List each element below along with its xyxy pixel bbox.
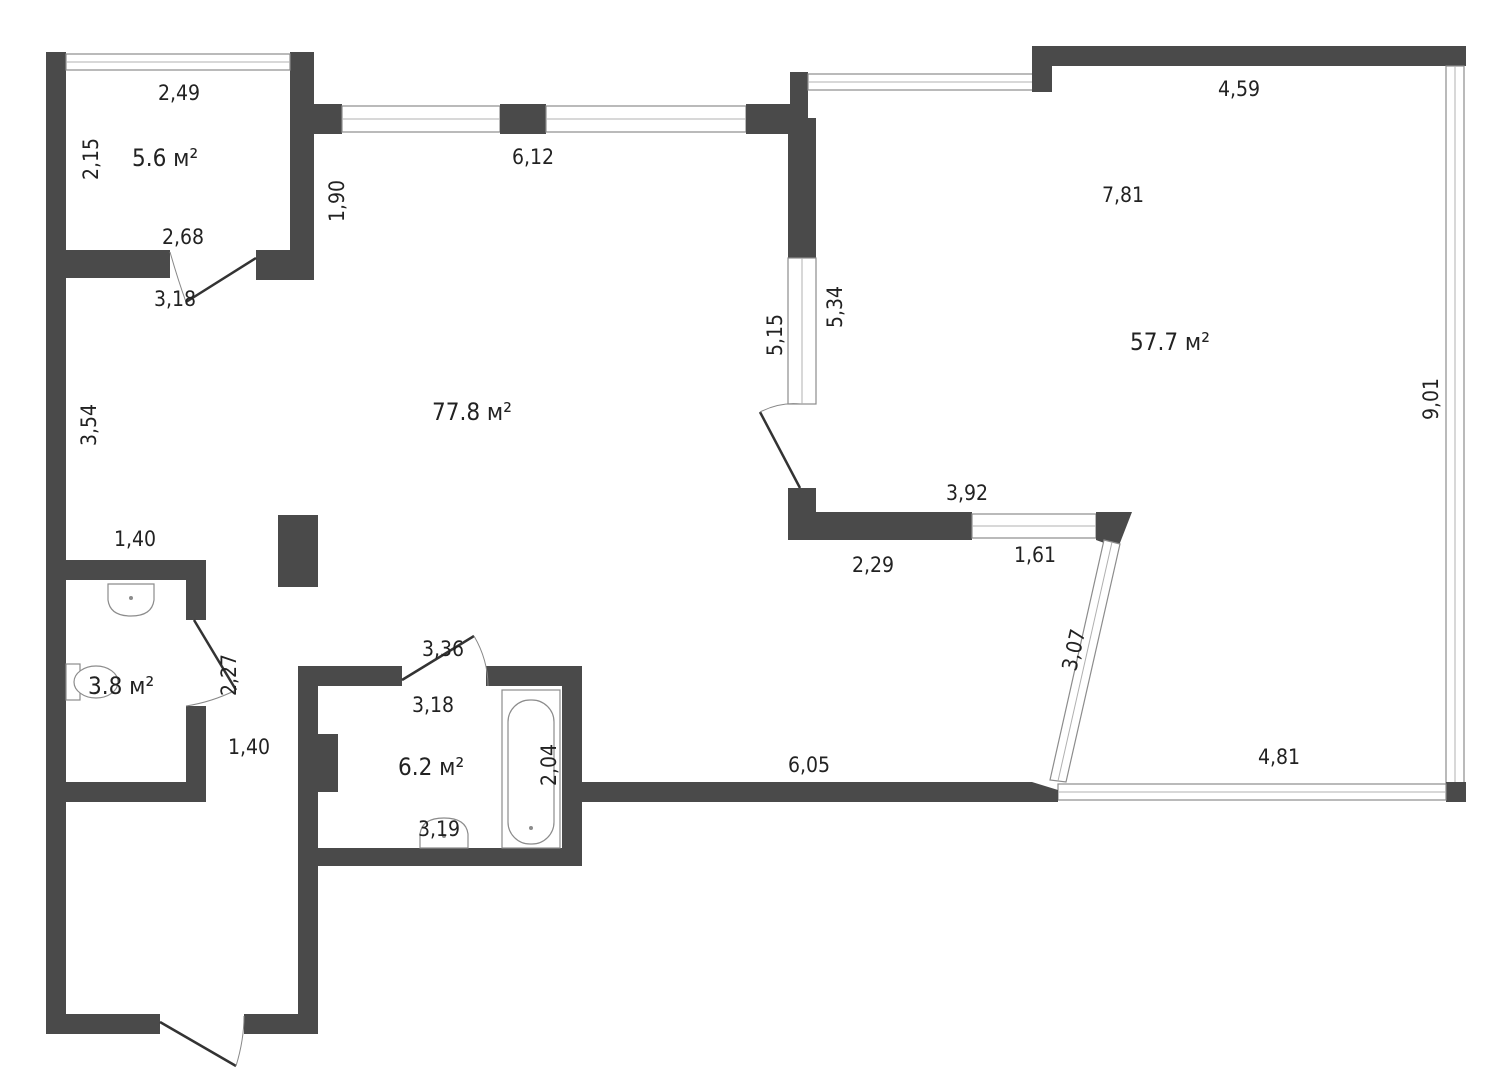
dimension-label: 1,90: [325, 180, 349, 222]
sink-icon: [419, 817, 469, 849]
wall: [66, 250, 170, 278]
wall: [318, 734, 338, 792]
wall: [562, 686, 582, 866]
dimension-label: 2,29: [852, 553, 894, 577]
drain-icon: [529, 826, 533, 830]
dimension-label: 7,81: [1102, 183, 1144, 207]
dimension-label: 5,15: [763, 314, 787, 356]
wall: [788, 488, 816, 540]
room-area-living: 77.8 м²: [432, 398, 512, 426]
window-line: [1057, 541, 1113, 782]
dimension-label: 3,18: [412, 693, 454, 717]
wall: [486, 666, 582, 686]
wall: [244, 1014, 318, 1034]
wall: [788, 118, 816, 258]
wall: [46, 278, 66, 1034]
dimension-label: 1,61: [1014, 543, 1056, 567]
wall: [314, 104, 342, 134]
room-area-terrace: 57.7 м²: [1130, 328, 1210, 356]
dimension-label: 2,15: [79, 138, 103, 180]
door[interactable]: [192, 619, 238, 691]
wall: [816, 512, 972, 540]
dimension-label: 3,92: [946, 481, 988, 505]
wall: [46, 1014, 160, 1034]
drain-icon: [129, 596, 133, 600]
door-arc: [185, 689, 237, 707]
dimension-label: 3,54: [77, 404, 101, 446]
wall: [790, 72, 808, 108]
wall: [66, 782, 186, 802]
wall: [290, 52, 314, 280]
wall: [318, 848, 582, 866]
door-arc: [169, 251, 187, 303]
dimension-label: 9,01: [1419, 378, 1443, 420]
wall: [46, 52, 66, 282]
door-arc: [235, 1015, 245, 1067]
wall: [66, 560, 206, 580]
dimension-label: 3,19: [418, 817, 460, 841]
bathtub-inner-icon: [507, 699, 555, 845]
room-area-bathroom: 6.2 м²: [398, 753, 464, 781]
dimension-label: 6,05: [788, 753, 830, 777]
wall: [186, 706, 206, 802]
room-area-wc: 3.8 м²: [88, 672, 154, 700]
door[interactable]: [185, 256, 257, 304]
dimension-label: 4,59: [1218, 77, 1260, 101]
wall: [1446, 782, 1466, 802]
door-arc: [759, 403, 801, 413]
wall: [1096, 512, 1132, 548]
wall: [298, 666, 318, 1034]
door[interactable]: [758, 411, 802, 489]
door[interactable]: [159, 1020, 237, 1068]
dimension-label: 1,40: [228, 735, 270, 759]
column: [278, 515, 318, 587]
drain-icon: [442, 834, 446, 838]
dimension-label: 2,04: [537, 744, 561, 786]
wall: [1032, 46, 1466, 92]
dimension-label: 1,40: [114, 527, 156, 551]
dimension-label: 3,18: [154, 287, 196, 311]
dimension-label: 4,81: [1258, 745, 1300, 769]
room-area-storage: 5.6 м²: [132, 144, 198, 172]
dimension-label: 3,36: [422, 637, 464, 661]
dimension-label: 5,34: [823, 286, 847, 328]
wall: [298, 666, 402, 686]
toilet-icon: [73, 665, 119, 699]
dimension-label: 6,12: [512, 145, 554, 169]
door-arc: [473, 635, 489, 687]
door[interactable]: [401, 634, 475, 682]
wall: [256, 250, 290, 280]
wall: [580, 782, 1058, 802]
wall: [186, 580, 206, 620]
dimension-label: 2,68: [162, 225, 204, 249]
dimension-label: 2,27: [217, 654, 241, 696]
dimension-label: 2,49: [158, 81, 200, 105]
wall: [500, 104, 546, 134]
